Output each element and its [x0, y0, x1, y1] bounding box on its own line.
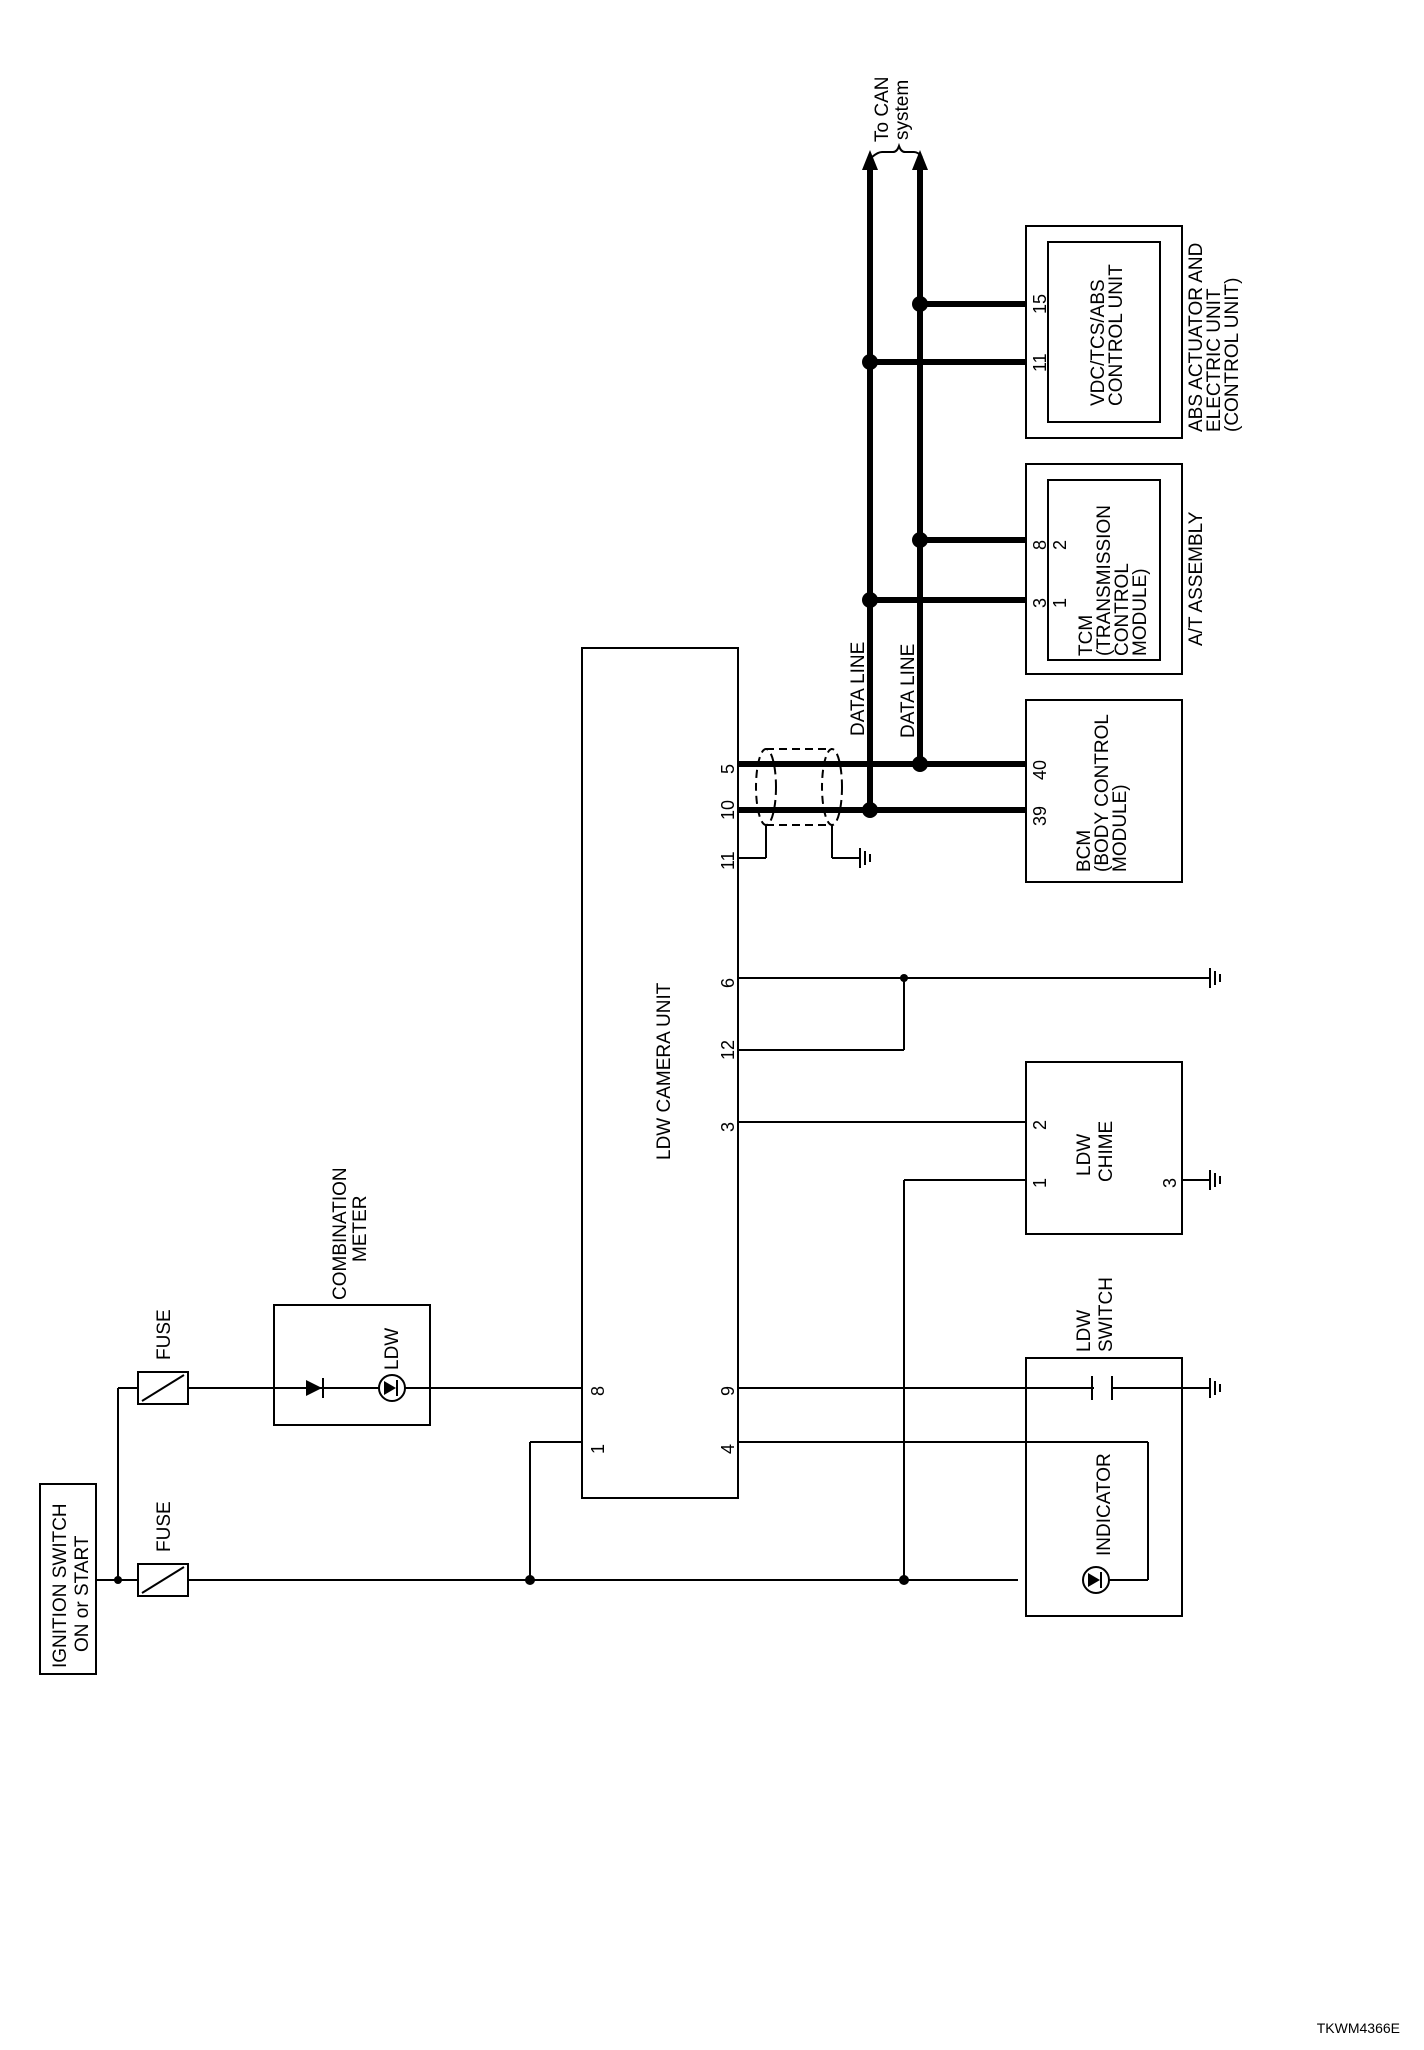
tcm-label-2: (TRANSMISSION [1094, 505, 1115, 656]
shield-icon [755, 748, 843, 826]
tcm-label-3: CONTROL [1112, 563, 1133, 656]
can-l-junction-bcm [862, 802, 878, 818]
fuse-meter-element [141, 1374, 185, 1402]
fuse-main-element [141, 1566, 185, 1594]
fuse-meter-label: FUSE [154, 1309, 175, 1360]
switch-ground-icon [1209, 1378, 1221, 1398]
ldw-switch: LDW SWITCH INDICATOR [1025, 1277, 1183, 1617]
fuse-main-label: FUSE [154, 1501, 175, 1552]
ground-junction [900, 974, 908, 982]
camera-pin-4: 4 [718, 1444, 738, 1454]
bcm-pin-39: 39 [1030, 806, 1050, 826]
tcm-pin-8: 8 [1030, 540, 1050, 550]
ldw-camera-unit-title: LDW CAMERA UNIT [654, 982, 675, 1160]
tcm-box [1047, 479, 1161, 661]
tcm-pin-3: 3 [1030, 598, 1050, 608]
camera-pin-11: 11 [718, 851, 738, 870]
vdc-control-unit-box [1047, 241, 1161, 423]
figure-code: TKWM4366E [1316, 2020, 1400, 2036]
abs-actuator-label-2: ELECTRIC UNIT [1204, 288, 1225, 432]
chime-pin-3: 3 [1160, 1178, 1180, 1188]
abs-actuator: 11 15 VDC/TCS/ABS CONTROL UNIT ABS ACTUA… [1025, 225, 1243, 439]
camera-pin-12: 12 [718, 1040, 738, 1060]
chime-ground-icon [1209, 1170, 1221, 1190]
camera-pin-8: 8 [588, 1386, 608, 1396]
ldw-led-label: LDW [382, 1328, 403, 1370]
tcm-inner-2: 2 [1050, 540, 1070, 550]
data-line-label-h: DATA LINE [898, 644, 919, 738]
indicator-label: INDICATOR [1094, 1453, 1115, 1556]
abs-pin-11: 11 [1030, 353, 1050, 372]
vdc-control-label-2: CONTROL UNIT [1106, 264, 1127, 406]
abs-pin-15: 15 [1030, 294, 1050, 314]
ldw-led-arrow [384, 1381, 396, 1395]
can-bus-l-arrow-icon [862, 150, 878, 170]
camera-pin-10: 10 [718, 800, 738, 820]
camera-pin-1: 1 [588, 1444, 608, 1454]
bcm-box [1025, 699, 1183, 883]
combination-meter-label-2: METER [350, 1196, 371, 1263]
abs-actuator-label: ABS ACTUATOR AND [1186, 243, 1207, 432]
camera-pin-3: 3 [718, 1122, 738, 1132]
ldw-chime-label-2: CHIME [1096, 1121, 1117, 1182]
chime-pin-1: 1 [1030, 1178, 1050, 1188]
vdc-control-label: VDC/TCS/ABS [1088, 279, 1109, 406]
to-can-label-2: system [892, 80, 913, 140]
tcm-label-4: MODULE) [1130, 568, 1151, 656]
ldw-switch-label-2: SWITCH [1096, 1277, 1117, 1352]
ldw-chime: LDW CHIME 1 2 3 [1025, 1061, 1183, 1235]
ignition-switch-label: IGNITION SWITCH [50, 1503, 71, 1668]
camera-pin-6: 6 [718, 978, 738, 988]
ldw-camera-unit: LDW CAMERA UNIT 1 8 4 9 3 12 6 11 10 5 [581, 647, 739, 1499]
to-can-label: To CAN [872, 77, 893, 142]
ldw-camera-unit-box [581, 647, 739, 1499]
at-assembly-box [1025, 463, 1183, 675]
shield-ground-icon [859, 848, 871, 868]
ldw-chime-label: LDW [1074, 1134, 1095, 1176]
abs-actuator-box [1025, 225, 1183, 439]
bcm-label: BCM [1074, 830, 1095, 872]
data-line-label-l: DATA LINE [848, 642, 869, 736]
camera-pin-5: 5 [718, 764, 738, 774]
bcm-label-3: MODULE) [1110, 784, 1131, 872]
fuse-meter: FUSE [137, 1309, 189, 1405]
ignition-switch-state: ON or START [72, 1535, 93, 1652]
camera-pin-9: 9 [718, 1386, 738, 1396]
can-h-junction-bcm [912, 756, 928, 772]
ldw-switch-label: LDW [1074, 1310, 1095, 1352]
tcm-label: TCM [1076, 615, 1097, 656]
combination-meter-label: COMBINATION [330, 1167, 351, 1300]
indicator-led-arrow [1088, 1573, 1100, 1587]
camera-ground-icon [1209, 968, 1221, 988]
can-bus-h-arrow-icon [912, 150, 928, 170]
ignition-switch: IGNITION SWITCH ON or START [39, 1483, 97, 1675]
chime-pin-2: 2 [1030, 1120, 1050, 1130]
abs-actuator-label-3: (CONTROL UNIT) [1222, 278, 1243, 432]
tcm-inner-1: 1 [1050, 598, 1070, 608]
fuse-main: FUSE [137, 1501, 189, 1597]
ldw-chime-box [1025, 1061, 1183, 1235]
ldw-switch-box [1025, 1357, 1183, 1617]
combination-meter: COMBINATION METER LDW [273, 1167, 431, 1426]
combination-meter-box [273, 1304, 431, 1426]
at-assembly: 3 8 1 2 TCM (TRANSMISSION CONTROL MODULE… [1025, 463, 1207, 675]
can-brace-icon [871, 142, 923, 158]
bcm: 39 40 BCM (BODY CONTROL MODULE) [1025, 699, 1183, 883]
bcm-label-2: (BODY CONTROL [1092, 714, 1113, 872]
bcm-pin-40: 40 [1030, 760, 1050, 780]
at-assembly-label: A/T ASSEMBLY [1186, 511, 1207, 646]
